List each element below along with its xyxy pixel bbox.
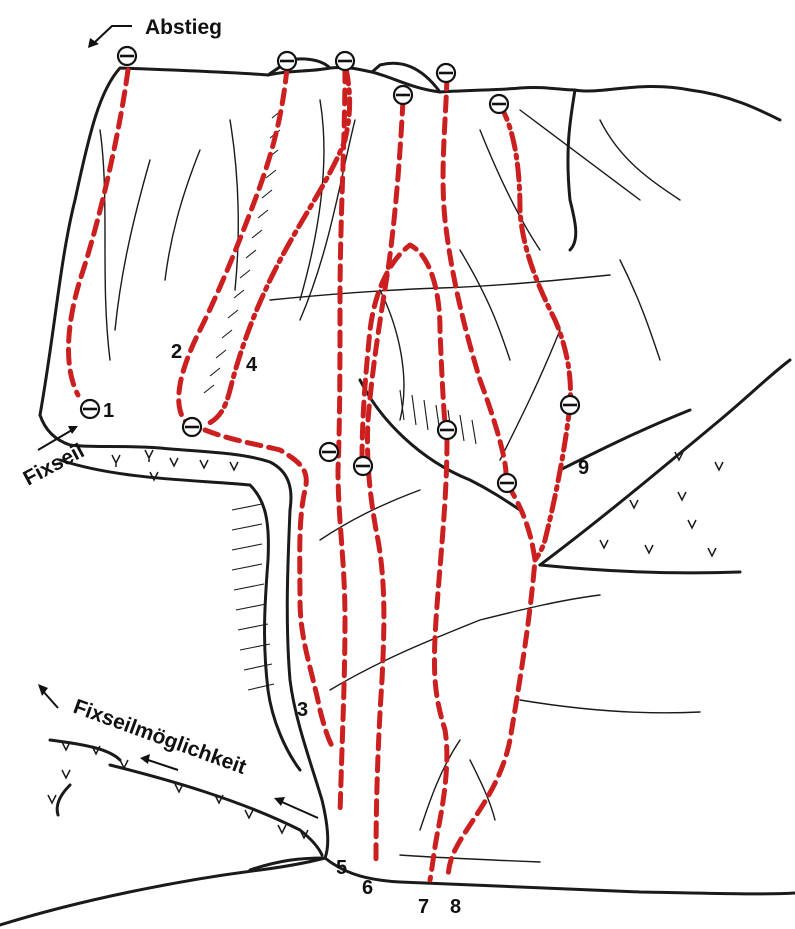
fixed-rope-option-label: Fixseilmöglichkeit xyxy=(70,695,249,779)
route-number-2: 2 xyxy=(171,341,182,363)
route-number-7: 7 xyxy=(418,896,429,918)
route-number-1: 1 xyxy=(103,400,114,422)
fixed-rope-option-arrow-upper-icon xyxy=(38,684,58,708)
route-number-3: 3 xyxy=(297,699,308,721)
belay-anchor-icon xyxy=(498,474,516,492)
belay-anchor-icon xyxy=(354,457,372,475)
route-number-6: 6 xyxy=(362,877,373,899)
descent-arrow-icon xyxy=(88,26,132,48)
route-1-line xyxy=(68,70,128,395)
belay-anchor-icon xyxy=(437,64,455,82)
route-number-5: 5 xyxy=(336,857,347,879)
belay-anchor-icon xyxy=(183,418,201,436)
route-number-4: 4 xyxy=(246,354,258,376)
route-number-9: 9 xyxy=(578,457,589,479)
route-7-line xyxy=(430,440,447,880)
belay-anchor-icon xyxy=(118,47,136,65)
route-number-8: 8 xyxy=(450,896,461,918)
route-2-line xyxy=(179,68,287,425)
belay-anchor-icon xyxy=(336,52,354,70)
route-5-line xyxy=(338,68,345,815)
grass-tufts xyxy=(48,450,723,838)
route-6-line xyxy=(367,100,403,860)
descent-label: Abstieg xyxy=(145,16,222,39)
fixed-rope-label: Fixseil xyxy=(20,439,89,490)
fixed-rope-option-arrow-lower-icon xyxy=(274,797,318,818)
belay-anchor-icon xyxy=(394,86,412,104)
belay-anchor-icon xyxy=(490,95,508,113)
belay-anchor-icon xyxy=(320,443,338,461)
belay-anchor-icon xyxy=(81,400,99,418)
fixed-rope-option-arrow-mid-icon xyxy=(140,754,178,770)
belay-anchor-icon xyxy=(561,396,579,414)
belay-anchor-icon xyxy=(438,421,456,439)
belay-anchor-icon xyxy=(278,52,296,70)
